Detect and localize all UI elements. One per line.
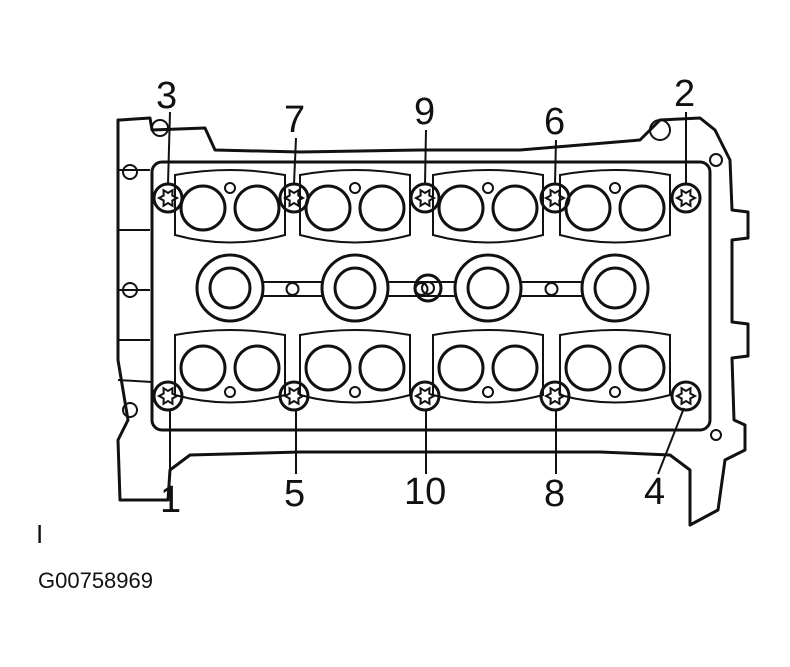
bolt-label-6: 6 xyxy=(544,101,565,143)
flange-hole xyxy=(122,282,138,298)
bolt-label-8: 8 xyxy=(544,473,565,515)
bolt-label-10: 10 xyxy=(404,471,446,513)
bolt-label-4: 4 xyxy=(644,471,665,513)
oil-hole xyxy=(224,386,236,398)
center-port-inner xyxy=(421,281,435,295)
combustion-chambers xyxy=(174,169,671,404)
oil-hole xyxy=(609,386,621,398)
bolt-head xyxy=(670,380,702,412)
head-bolts xyxy=(152,182,702,412)
chamber-lower xyxy=(174,329,286,404)
valve xyxy=(564,344,612,392)
bolt-socket xyxy=(156,386,180,406)
cylinder-head-outline xyxy=(116,116,750,527)
passage xyxy=(521,281,582,297)
valve xyxy=(618,184,666,232)
bolt-socket xyxy=(413,188,437,208)
casting-hole xyxy=(709,153,723,167)
spark-plug-boss xyxy=(580,253,650,323)
spark-plug-boss xyxy=(453,253,523,323)
bolt-socket xyxy=(282,188,306,208)
valve xyxy=(358,344,406,392)
bolt-socket xyxy=(156,188,180,208)
valve xyxy=(564,184,612,232)
flange-hole xyxy=(122,164,138,180)
figure-id: G00758969 xyxy=(38,568,153,593)
valve xyxy=(179,344,227,392)
bolt-socket xyxy=(543,188,567,208)
oil-hole xyxy=(349,182,361,194)
valve xyxy=(304,344,352,392)
bolt-label-1: 1 xyxy=(160,479,181,521)
passage-hole xyxy=(544,282,559,296)
bolt-socket xyxy=(413,386,437,406)
oil-hole xyxy=(482,182,494,194)
flange-hole xyxy=(122,402,138,418)
bolt-label-5: 5 xyxy=(284,473,305,515)
left-flange xyxy=(117,169,153,383)
oil-hole xyxy=(482,386,494,398)
passage-hole xyxy=(285,282,300,296)
callout-labels: 3 7 9 6 2 1 5 10 8 4 xyxy=(156,73,695,521)
oil-hole xyxy=(349,386,361,398)
valve xyxy=(491,184,539,232)
valve xyxy=(437,184,485,232)
chamber-lower xyxy=(559,329,671,404)
casting-hole xyxy=(151,119,169,137)
callout-leaders xyxy=(167,111,687,478)
spark-plug-boss xyxy=(195,253,265,323)
chamber-upper xyxy=(174,169,286,244)
bolt-socket xyxy=(543,386,567,406)
gasket-surface xyxy=(150,160,712,432)
chamber-upper xyxy=(299,169,411,244)
bolt-socket xyxy=(674,386,698,406)
valve xyxy=(437,344,485,392)
bolt-socket xyxy=(282,386,306,406)
casting-hole xyxy=(649,119,671,141)
bolt-label-3: 3 xyxy=(156,75,177,117)
valve xyxy=(304,184,352,232)
leader-line xyxy=(657,407,685,475)
figure-marker: I xyxy=(36,519,44,549)
valve xyxy=(491,344,539,392)
valve xyxy=(233,344,281,392)
spark-plug-boss xyxy=(320,253,390,323)
spark-plug-bore xyxy=(208,266,252,310)
leader-line xyxy=(293,137,297,185)
leader-line xyxy=(424,129,427,185)
valve xyxy=(179,184,227,232)
bolt-label-9: 9 xyxy=(414,91,435,133)
bolt-label-7: 7 xyxy=(284,99,305,141)
bolt-label-2: 2 xyxy=(674,73,695,115)
valve xyxy=(618,344,666,392)
chamber-upper xyxy=(559,169,671,244)
passage xyxy=(263,281,322,297)
chamber-lower xyxy=(432,329,544,404)
center-port xyxy=(413,273,443,303)
bolt-socket xyxy=(674,188,698,208)
bolt-head xyxy=(278,380,310,412)
chamber-lower xyxy=(299,329,411,404)
casting-hole xyxy=(710,429,722,441)
oil-hole xyxy=(224,182,236,194)
bolt-head xyxy=(152,380,184,412)
spark-plug-bore xyxy=(466,266,510,310)
chamber-upper xyxy=(432,169,544,244)
leader-line xyxy=(167,111,171,185)
leader-line xyxy=(554,139,557,185)
valve xyxy=(358,184,406,232)
spark-plug-bore xyxy=(593,266,637,310)
spark-plug-bore xyxy=(333,266,377,310)
valve xyxy=(233,184,281,232)
oil-hole xyxy=(609,182,621,194)
